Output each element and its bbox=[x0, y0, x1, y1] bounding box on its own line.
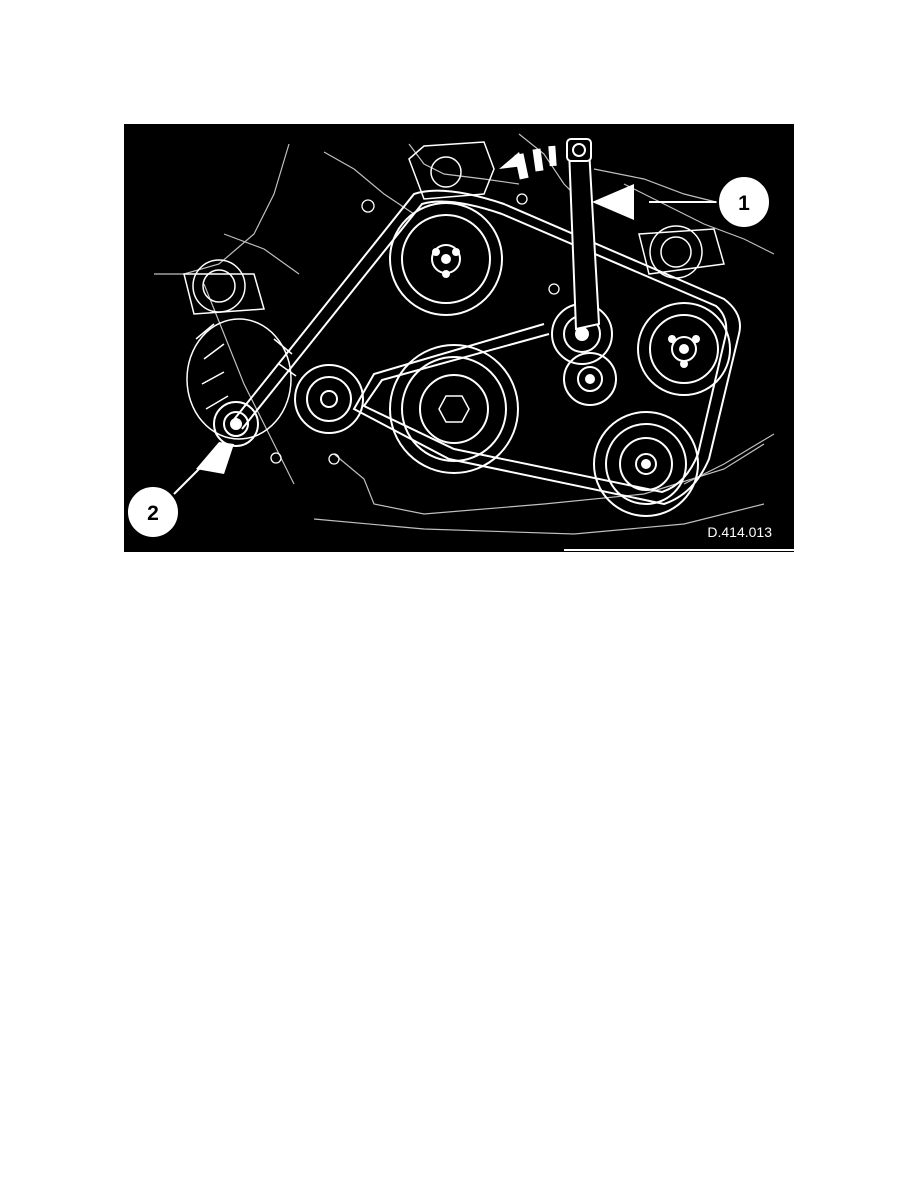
callout-2: 2 bbox=[126, 485, 180, 539]
tensioner-tool bbox=[566, 138, 601, 331]
alternator-pulley bbox=[213, 401, 259, 447]
belt-diagram-svg: 1 2 D.414.013 bbox=[124, 124, 794, 552]
power-steering-pulley bbox=[637, 302, 731, 396]
ac-compressor-pulley bbox=[593, 411, 699, 517]
callout-1-leader bbox=[592, 184, 716, 220]
crankshaft-pulley bbox=[389, 344, 519, 474]
callout-2-leader bbox=[173, 442, 234, 495]
drive-belt bbox=[231, 189, 741, 506]
callout-1-number: 1 bbox=[738, 192, 750, 215]
callout-1: 1 bbox=[717, 175, 771, 229]
alternator bbox=[186, 318, 297, 440]
idler-pulley bbox=[563, 352, 617, 406]
bolts bbox=[270, 193, 560, 465]
water-pump-pulley bbox=[389, 202, 503, 316]
callout-2-number: 2 bbox=[147, 502, 159, 525]
engine-outline bbox=[154, 133, 775, 535]
lower-idler-pulley bbox=[294, 364, 364, 434]
figure-reference-code: D.414.013 bbox=[707, 524, 772, 540]
water-pump-housing bbox=[408, 141, 495, 200]
engine-mount-left bbox=[183, 259, 265, 315]
belt-diagram-figure: 1 2 D.414.013 bbox=[124, 124, 794, 552]
rotation-arrow bbox=[499, 145, 557, 180]
